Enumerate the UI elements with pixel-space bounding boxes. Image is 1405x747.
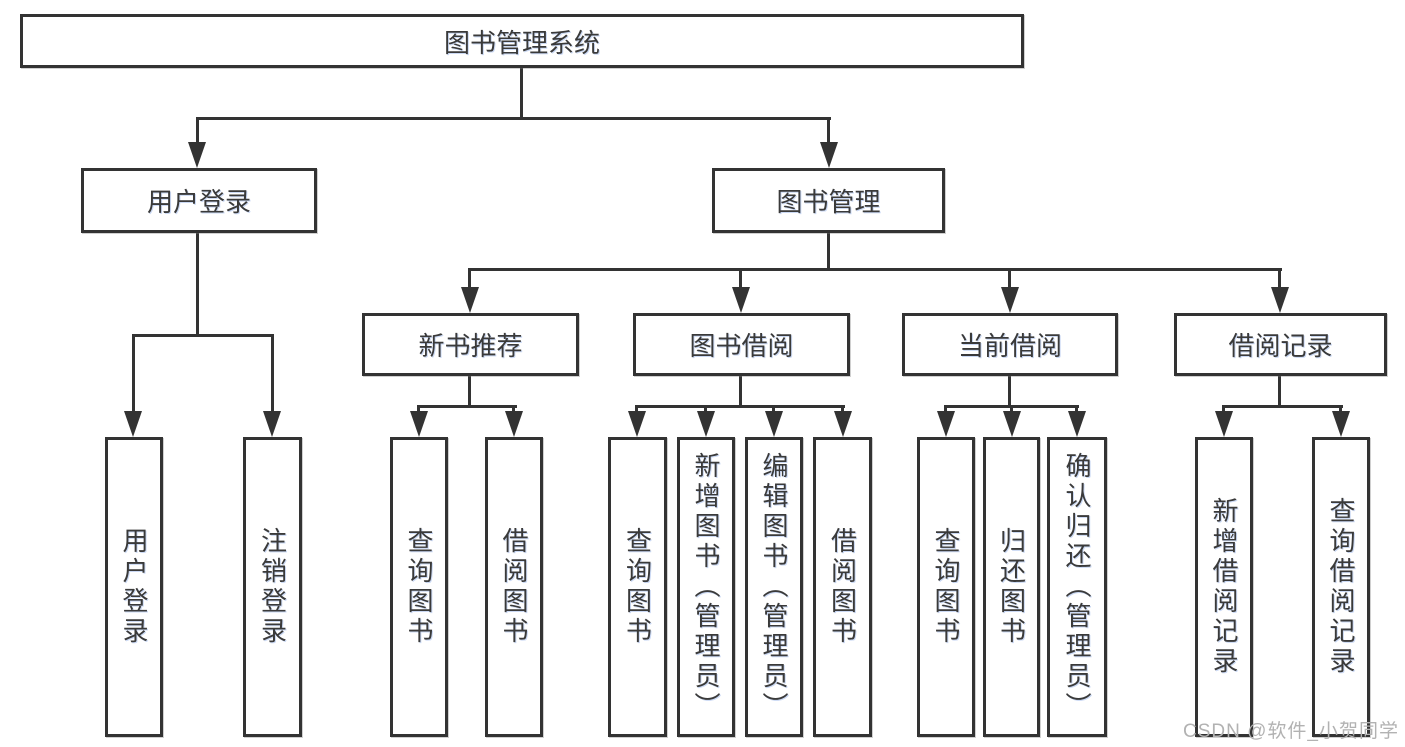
leaf-current-query-label: 查询图书 xyxy=(931,527,961,647)
connector-borrow-drop-4 xyxy=(841,405,844,415)
connector-newbook-trunk xyxy=(468,376,471,407)
leaf-logout: 注销登录 xyxy=(243,437,302,737)
leaf-borrow-book: 借阅图书 xyxy=(813,437,872,737)
arrow-down xyxy=(1332,411,1350,437)
leaf-record-query-label: 查询借阅记录 xyxy=(1326,497,1356,677)
leaf-borrow-edit-admin: 编辑图书（管理员） xyxy=(745,437,803,737)
arrow-down xyxy=(834,411,852,437)
leaf-logout-label: 注销登录 xyxy=(257,527,288,647)
arrow-down xyxy=(697,411,715,437)
connector-root-right-drop xyxy=(827,117,830,146)
connector-current-drop-1 xyxy=(944,405,947,415)
node-book-borrow-label: 图书借阅 xyxy=(689,331,794,361)
connector-borrow-span xyxy=(635,405,845,408)
leaf-newbook-borrow-label: 借阅图书 xyxy=(499,527,529,647)
connector-bookmgmt-trunk xyxy=(827,233,830,271)
leaf-current-query: 查询图书 xyxy=(917,437,975,737)
connector-newbook-drop-1 xyxy=(417,405,420,415)
arrow-down xyxy=(1001,287,1019,313)
leaf-borrow-query-label: 查询图书 xyxy=(622,527,653,647)
node-borrow-record: 借阅记录 xyxy=(1174,313,1387,376)
leaf-record-query: 查询借阅记录 xyxy=(1312,437,1370,737)
arrow-down xyxy=(1215,411,1233,437)
arrow-down xyxy=(820,142,838,168)
leaf-borrow-query: 查询图书 xyxy=(608,437,667,737)
connector-borrow-trunk xyxy=(739,376,742,407)
connector-root-span xyxy=(196,117,831,120)
node-book-borrow: 图书借阅 xyxy=(633,313,850,376)
leaf-record-add: 新增借阅记录 xyxy=(1195,437,1253,737)
arrow-down xyxy=(505,411,523,437)
connector-bookmgmt-drop-4 xyxy=(1278,268,1281,290)
leaf-borrow-add-admin-label: 新增图书（管理员） xyxy=(691,452,721,722)
node-user-login: 用户登录 xyxy=(81,168,317,233)
arrow-down xyxy=(188,142,206,168)
connector-bookmgmt-drop-2 xyxy=(739,268,742,290)
leaf-confirm-return-admin: 确认归还（管理员） xyxy=(1047,437,1107,737)
connector-root-trunk xyxy=(520,68,523,118)
leaf-return-book: 归还图书 xyxy=(983,437,1040,737)
leaf-user-login-label: 用户登录 xyxy=(119,527,149,647)
connector-current-drop-3 xyxy=(1075,405,1078,415)
leaf-newbook-borrow: 借阅图书 xyxy=(485,437,543,737)
leaf-record-add-label: 新增借阅记录 xyxy=(1209,497,1239,677)
leaf-newbook-query: 查询图书 xyxy=(390,437,448,737)
connector-record-span xyxy=(1222,405,1343,408)
node-user-login-label: 用户登录 xyxy=(146,187,251,217)
node-root-label: 图书管理系统 xyxy=(443,27,600,58)
arrow-down xyxy=(628,411,646,437)
connector-bookmgmt-drop-1 xyxy=(468,268,471,290)
leaf-newbook-query-label: 查询图书 xyxy=(404,527,434,647)
arrow-down xyxy=(1068,411,1086,437)
leaf-user-login: 用户登录 xyxy=(105,437,163,737)
connector-userlogin-drop-2 xyxy=(271,334,274,413)
connector-bookmgmt-span xyxy=(468,268,1282,271)
leaf-borrow-book-label: 借阅图书 xyxy=(827,527,858,647)
connector-borrow-drop-3 xyxy=(772,405,775,415)
node-root: 图书管理系统 xyxy=(20,14,1024,68)
leaf-borrow-edit-admin-label: 编辑图书（管理员） xyxy=(759,452,789,722)
arrow-down xyxy=(1003,411,1021,437)
csdn-watermark: CSDN @软件_小贺同学 xyxy=(1183,721,1399,742)
connector-record-drop-1 xyxy=(1222,405,1225,415)
arrow-down xyxy=(410,411,428,437)
connector-record-drop-2 xyxy=(1339,405,1342,415)
leaf-confirm-return-admin-label: 确认归还（管理员） xyxy=(1062,452,1092,722)
connector-current-trunk xyxy=(1008,376,1011,407)
arrow-down xyxy=(461,287,479,313)
connector-userlogin-drop-1 xyxy=(132,334,135,413)
arrow-down xyxy=(263,411,281,437)
connector-newbook-drop-2 xyxy=(512,405,515,415)
leaf-return-book-label: 归还图书 xyxy=(996,527,1027,647)
node-new-book-recommend: 新书推荐 xyxy=(362,313,579,376)
arrow-down xyxy=(765,411,783,437)
connector-borrow-drop-2 xyxy=(704,405,707,415)
arrow-down xyxy=(124,411,142,437)
node-book-management: 图书管理 xyxy=(712,168,945,233)
arrow-down xyxy=(732,287,750,313)
connector-record-trunk xyxy=(1278,376,1281,407)
arrow-down xyxy=(937,411,955,437)
node-current-borrow: 当前借阅 xyxy=(902,313,1118,376)
connector-newbook-span xyxy=(417,405,517,408)
connector-borrow-drop-1 xyxy=(635,405,638,415)
arrow-down xyxy=(1271,287,1289,313)
node-book-management-label: 图书管理 xyxy=(776,187,881,217)
connector-userlogin-trunk xyxy=(196,233,199,337)
connector-userlogin-span xyxy=(132,334,274,337)
node-new-book-recommend-label: 新书推荐 xyxy=(418,331,523,361)
leaf-borrow-add-admin: 新增图书（管理员） xyxy=(677,437,735,737)
connector-bookmgmt-drop-3 xyxy=(1008,268,1011,290)
node-current-borrow-label: 当前借阅 xyxy=(957,331,1062,361)
connector-current-drop-2 xyxy=(1010,405,1013,415)
connector-root-left-drop xyxy=(196,117,199,146)
node-borrow-record-label: 借阅记录 xyxy=(1228,331,1333,361)
